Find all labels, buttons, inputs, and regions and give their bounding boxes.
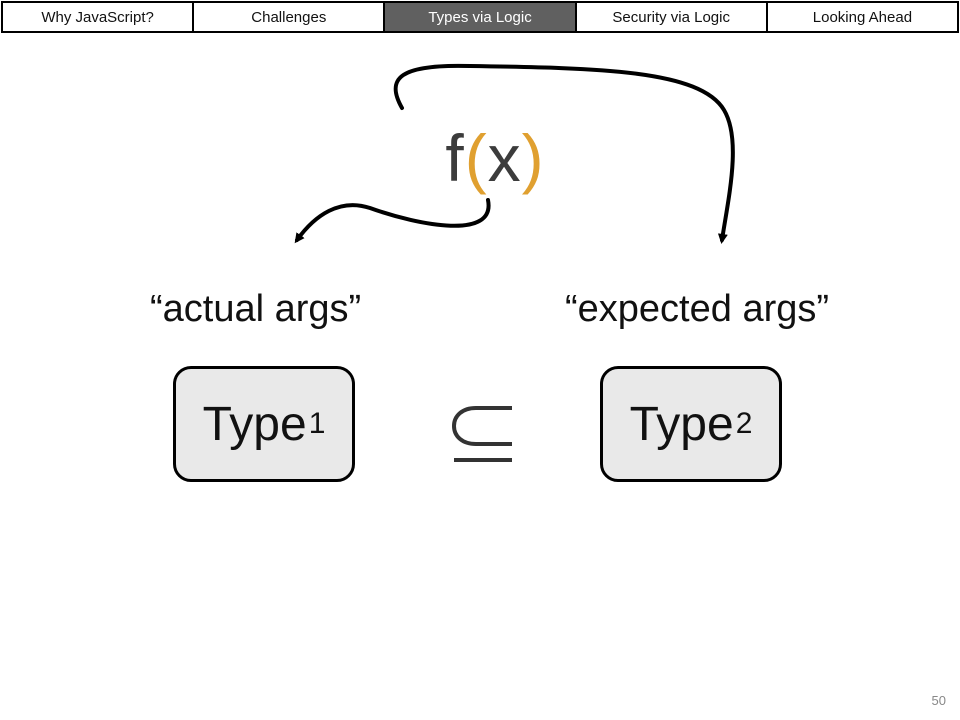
tab-types-via-logic[interactable]: Types via Logic [385, 3, 577, 31]
function-call: f(x) [0, 118, 960, 198]
tab-why-javascript[interactable]: Why JavaScript? [3, 3, 195, 31]
type-2-text: Type [629, 397, 734, 451]
arrow-to-actual-args [294, 198, 491, 244]
tab-challenges[interactable]: Challenges [194, 3, 386, 31]
close-paren: ) [521, 121, 545, 195]
expected-args-label: “expected args” [565, 288, 830, 330]
tab-security-via-logic[interactable]: Security via Logic [576, 3, 768, 31]
argument: x [487, 121, 522, 195]
actual-args-label: “actual args” [150, 288, 362, 330]
subset-or-equal-icon [451, 406, 512, 462]
top-nav: Why JavaScript? Challenges Types via Log… [1, 1, 959, 33]
page-number: 50 [931, 693, 946, 708]
open-paren: ( [464, 121, 488, 195]
tab-looking-ahead[interactable]: Looking Ahead [767, 3, 958, 31]
function-name: f [445, 121, 465, 195]
type-1-text: Type [202, 397, 307, 451]
type-2-subscript: 2 [735, 407, 753, 440]
type-1-subscript: 1 [308, 407, 326, 440]
